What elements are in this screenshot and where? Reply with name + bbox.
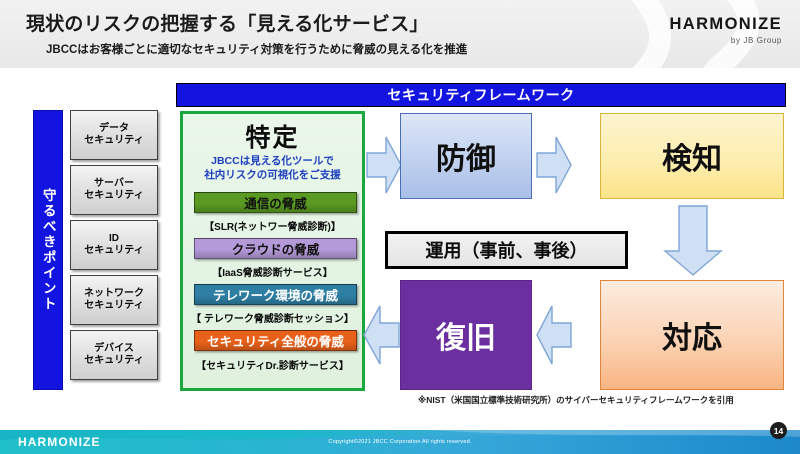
sidebar-item-label: データセキュリティ [84, 122, 144, 147]
sidebar-item-device-security[interactable]: デバイスセキュリティ [70, 330, 158, 380]
operation-label: 運用（事前、事後） [425, 241, 588, 261]
phase-label-recover: 復旧 [436, 322, 496, 355]
framework-header-label: セキュリティフレームワーク [387, 87, 575, 103]
threat-caption-cloud: 【IaaS脅威診断サービス】 [212, 268, 333, 279]
framework-header: セキュリティフレームワーク [176, 83, 786, 107]
threat-caption-telework: 【 テレワーク脅威診断セッション】 [191, 314, 354, 325]
sidebar-item-label: サーバーセキュリティ [84, 177, 144, 202]
page-number-badge: 14 [770, 422, 787, 439]
footer-gradient-graphic [0, 430, 800, 454]
arrow-left-respond-to-recover-icon [536, 305, 572, 365]
page-title: 現状のリスクの把握する「見える化サービス」 [26, 14, 429, 35]
phase-box-respond[interactable]: 対応 [600, 280, 784, 390]
threat-bar-telework[interactable]: テレワーク環境の脅威 [194, 284, 357, 305]
threat-bar-cloud[interactable]: クラウドの脅威 [194, 238, 357, 259]
identify-panel: 特定 JBCCは見える化ツールで社内リスクの可視化をご支援 通信の脅威 【SLR… [180, 111, 365, 391]
identify-title: 特定 [245, 124, 300, 152]
harmonize-logo: HARMONIZE by JB Group [669, 16, 782, 45]
threat-caption-overall-security: 【セキュリティDr.診断サービス】 [196, 361, 349, 372]
logo-wordmark: HARMONIZE [669, 15, 782, 33]
sidebar-item-data-security[interactable]: データセキュリティ [70, 110, 158, 160]
sidebar-item-label: デバイスセキュリティ [84, 342, 144, 367]
footer-copyright: Copyright©2021 JBCC Corporation All righ… [328, 439, 472, 445]
threat-bar-overall-security[interactable]: セキュリティ全般の脅威 [194, 330, 357, 351]
sidebar-item-server-security[interactable]: サーバーセキュリティ [70, 165, 158, 215]
protect-points-label: 守るべきポイント [40, 188, 56, 312]
nist-citation-note: ※NIST（米国国立標準技術研究所）のサイバーセキュリティフレームワークを引用 [418, 395, 734, 405]
sidebar-item-network-security[interactable]: ネットワークセキュリティ [70, 275, 158, 325]
operation-box: 運用（事前、事後） [385, 231, 628, 269]
identify-note: JBCCは見える化ツールで社内リスクの可視化をご支援 [204, 155, 341, 182]
threat-bar-communication[interactable]: 通信の脅威 [194, 192, 357, 213]
arrow-right-protect-to-detect-icon [536, 136, 572, 194]
threat-bar-label: セキュリティ全般の脅威 [207, 335, 344, 349]
phase-box-protect[interactable]: 防御 [400, 113, 532, 199]
phase-label-protect: 防御 [436, 143, 496, 176]
logo-tagline: by JB Group [730, 35, 782, 45]
threat-bar-label: クラウドの脅威 [231, 243, 320, 257]
phase-box-recover[interactable]: 復旧 [400, 280, 532, 390]
slide-header: 現状のリスクの把握する「見える化サービス」 JBCCはお客様ごとに適切なセキュリ… [0, 0, 800, 68]
slide-footer: HARMONIZE Copyright©2021 JBCC Corporatio… [0, 430, 800, 454]
phase-box-detect[interactable]: 検知 [600, 113, 784, 199]
phase-label-respond: 対応 [662, 322, 722, 355]
footer-logo: HARMONIZE [18, 435, 101, 449]
page-subtitle: JBCCはお客様ごとに適切なセキュリティ対策を行うために脅威の見える化を推進 [46, 44, 468, 56]
phase-label-detect: 検知 [662, 143, 722, 176]
sidebar-item-label: ネットワークセキュリティ [84, 287, 144, 312]
threat-caption-communication: 【SLR(ネットワー脅威診断)】 [204, 222, 341, 233]
arrow-left-recover-to-identify-icon [363, 305, 400, 365]
arrow-right-identify-to-protect-icon [366, 136, 402, 194]
threat-bar-label: 通信の脅威 [244, 197, 307, 211]
threat-bar-label: テレワーク環境の脅威 [212, 289, 338, 303]
arrow-down-detect-to-respond-icon [663, 205, 723, 276]
protect-points-band: 守るべきポイント [33, 110, 63, 390]
